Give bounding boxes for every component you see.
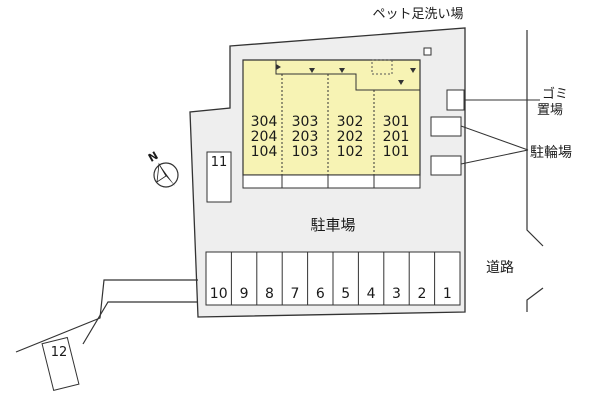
parking-space-3: 3	[392, 286, 401, 302]
compass-north-label: N	[146, 149, 160, 165]
unit-301: 301	[383, 114, 410, 130]
parking-space-5: 5	[341, 286, 350, 302]
parking-space-11	[206, 151, 232, 203]
road-edge-lower	[526, 287, 544, 312]
pet-footwash-label: ペット足洗い場	[372, 7, 463, 22]
bicycle-parking-2	[430, 155, 462, 176]
unit-204: 204	[251, 129, 278, 145]
parking-space-11-label: 11	[211, 155, 228, 170]
garbage-label-2: 置場	[537, 103, 563, 118]
garbage-area	[446, 89, 465, 111]
apartment-building	[242, 59, 421, 189]
parking-space-12-label: 12	[51, 345, 68, 360]
parking-space-2: 2	[417, 286, 426, 302]
unit-201: 201	[383, 129, 410, 145]
unit-302: 302	[337, 114, 364, 130]
garbage-label-1: ゴミ	[542, 86, 568, 102]
pet-footwash-marker	[423, 47, 432, 56]
unit-103: 103	[292, 144, 319, 160]
parking-space-7: 7	[290, 286, 299, 302]
unit-203: 203	[292, 129, 319, 145]
parking-space-12	[41, 336, 80, 391]
bicycle-parking-1	[430, 116, 462, 137]
parking-lot-label: 駐車場	[310, 216, 355, 234]
unit-102: 102	[337, 144, 364, 160]
parking-space-9: 9	[240, 286, 249, 302]
road-label: 道路	[486, 260, 514, 276]
unit-101: 101	[383, 144, 410, 160]
unit-304: 304	[251, 114, 278, 130]
unit-202: 202	[337, 129, 364, 145]
road-edge-upper	[526, 30, 544, 247]
parking-space-8: 8	[265, 286, 274, 302]
unit-104: 104	[251, 144, 278, 160]
compass	[153, 162, 179, 188]
access-path-upper	[15, 279, 198, 353]
parking-space-10: 10	[210, 286, 228, 302]
bicycle-parking-label: 駐輪場	[530, 144, 572, 161]
unit-303: 303	[292, 114, 319, 130]
access-path-lower	[82, 301, 198, 345]
parking-space-1: 1	[443, 286, 452, 302]
parking-space-4: 4	[367, 286, 376, 302]
parking-space-6: 6	[316, 286, 325, 302]
